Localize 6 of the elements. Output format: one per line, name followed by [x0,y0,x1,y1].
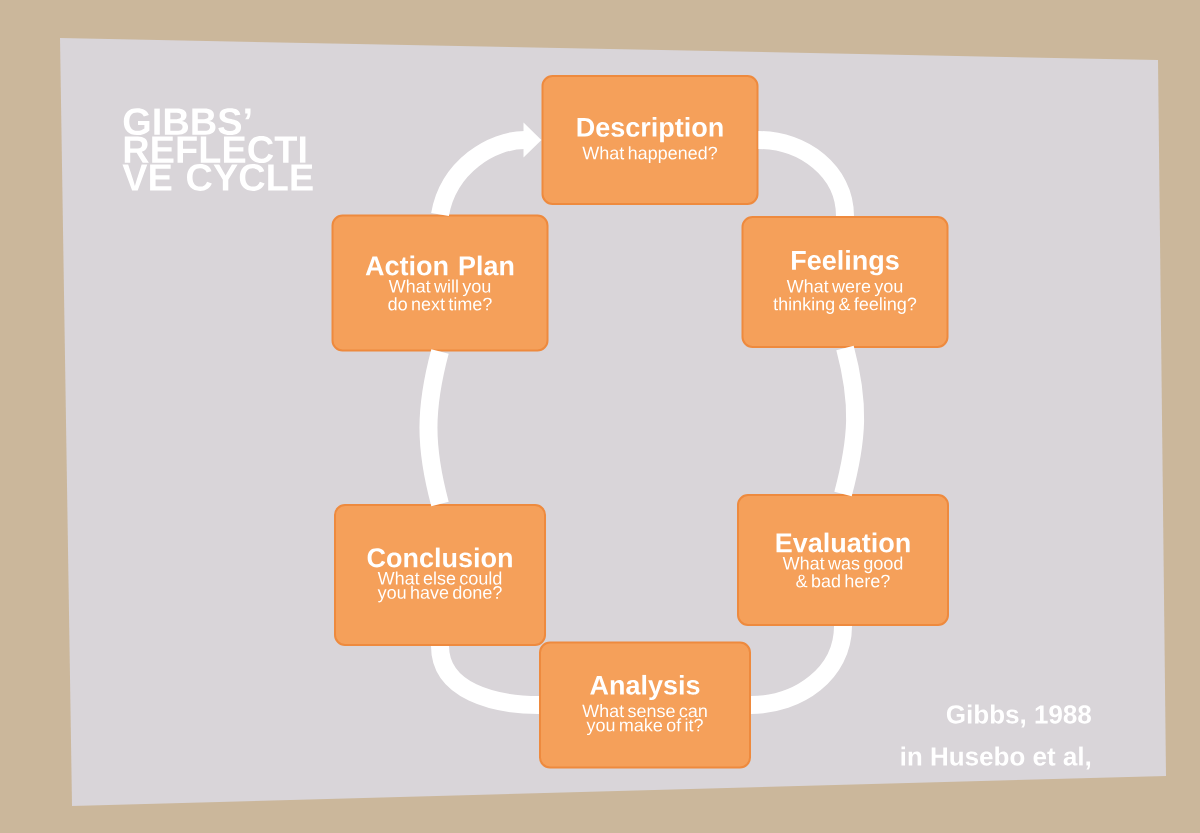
step-box: Action Plan What will you do next time? [331,214,549,352]
step-box: Conclusion What else could you have done? [334,504,546,646]
step-box: Description What happened? [541,75,759,205]
step-box: Analysis What sense can you make of it? [539,641,751,769]
step-box: Evaluation What was good & bad here? [737,494,949,626]
step-box: Feelings What were you thinking & feeling? [741,216,949,348]
